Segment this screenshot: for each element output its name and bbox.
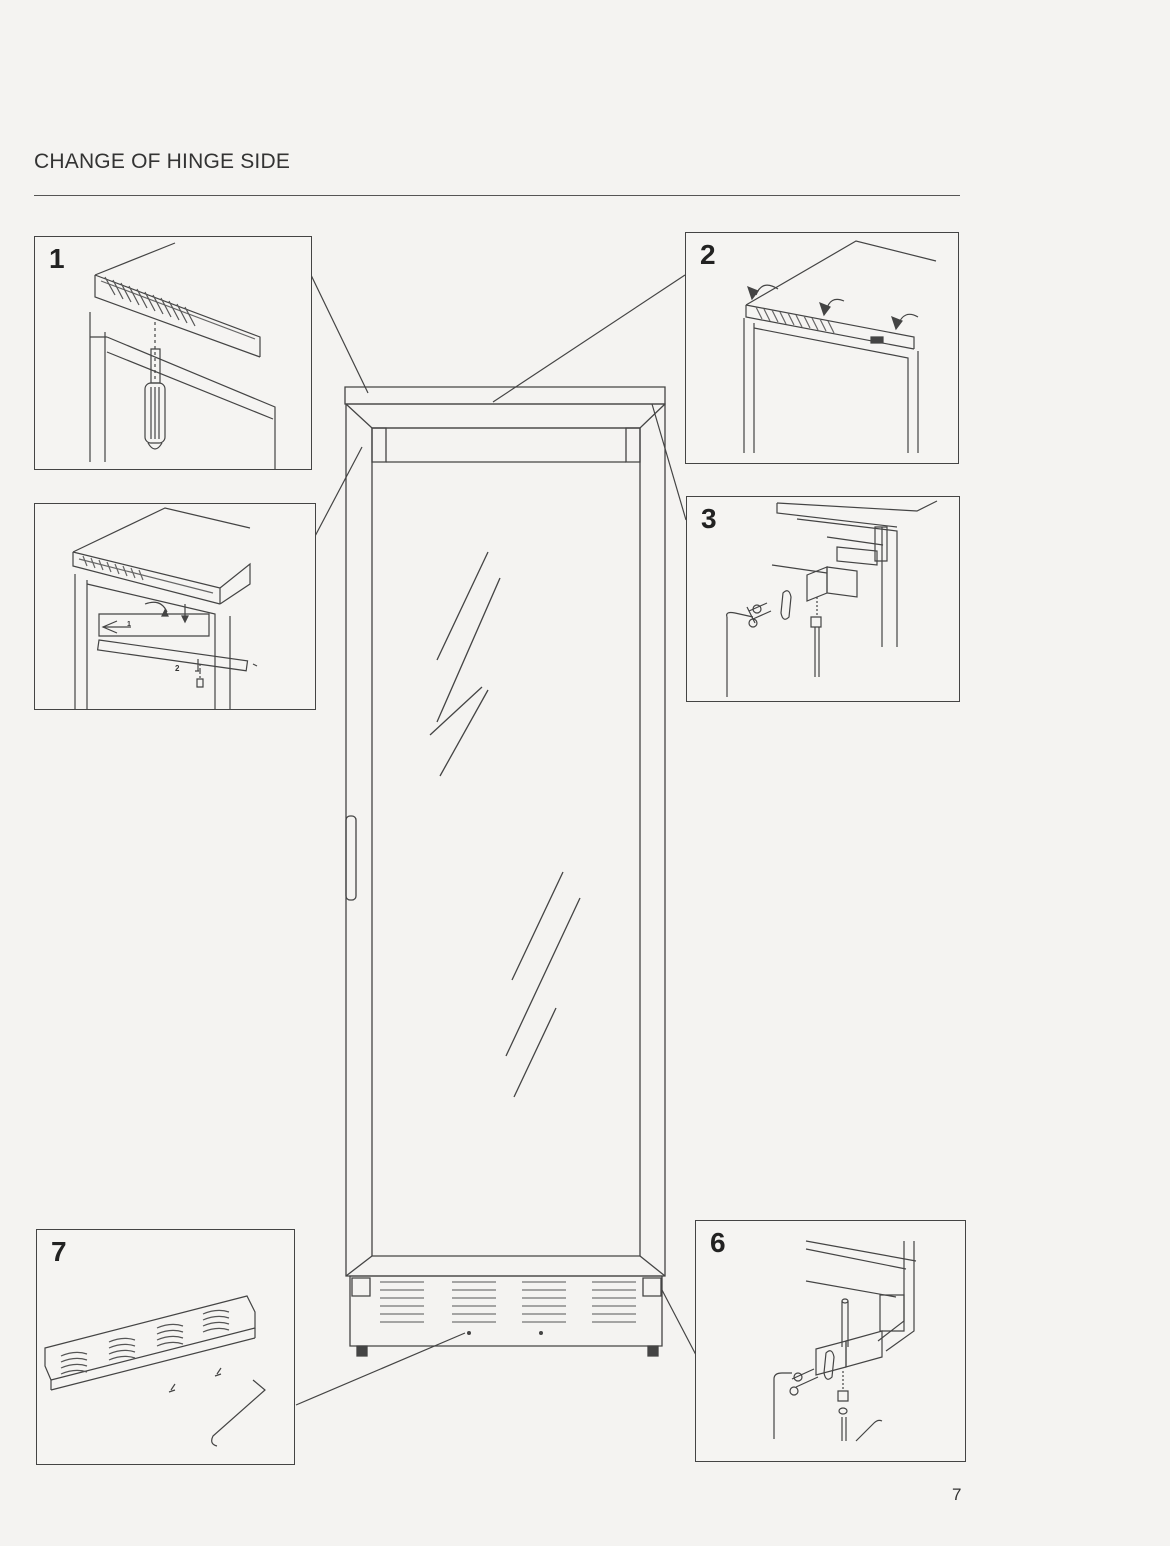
- leader-line-3: [652, 404, 686, 520]
- panel-step-7: 7: [36, 1229, 295, 1465]
- grille-removal-illustration: [35, 504, 316, 710]
- lower-hinge-illustration: [696, 1221, 966, 1462]
- door-handle: [346, 816, 356, 900]
- leader-line-fixture: [313, 447, 362, 540]
- leader-line-1: [311, 275, 368, 393]
- step-number: 3: [701, 503, 717, 535]
- cabinet: [345, 387, 665, 1356]
- step-label-a: 1: [127, 621, 131, 628]
- leader-line-6: [662, 1290, 696, 1355]
- step-number: 7: [51, 1236, 67, 1268]
- panel-step-6: 6: [695, 1220, 966, 1462]
- leader-line-7: [296, 1333, 465, 1405]
- screwdriver-illustration: [35, 237, 312, 470]
- panel-grille-removal: 1 2: [34, 503, 316, 710]
- base-grille-illustration: [37, 1230, 295, 1465]
- panel-step-2: 2: [685, 232, 959, 464]
- base-grille-vents: [380, 1282, 636, 1322]
- page-number: 7: [952, 1485, 961, 1505]
- panel-step-1: 1: [34, 236, 312, 470]
- step-number: 1: [49, 243, 65, 275]
- top-cover-illustration: [686, 233, 959, 464]
- upper-hinge-illustration: [687, 497, 960, 702]
- step-number: 6: [710, 1227, 726, 1259]
- leader-line-2: [493, 275, 685, 402]
- panel-step-3: 3: [686, 496, 960, 702]
- step-label-b: 2: [175, 664, 179, 673]
- step-number: 2: [700, 239, 716, 271]
